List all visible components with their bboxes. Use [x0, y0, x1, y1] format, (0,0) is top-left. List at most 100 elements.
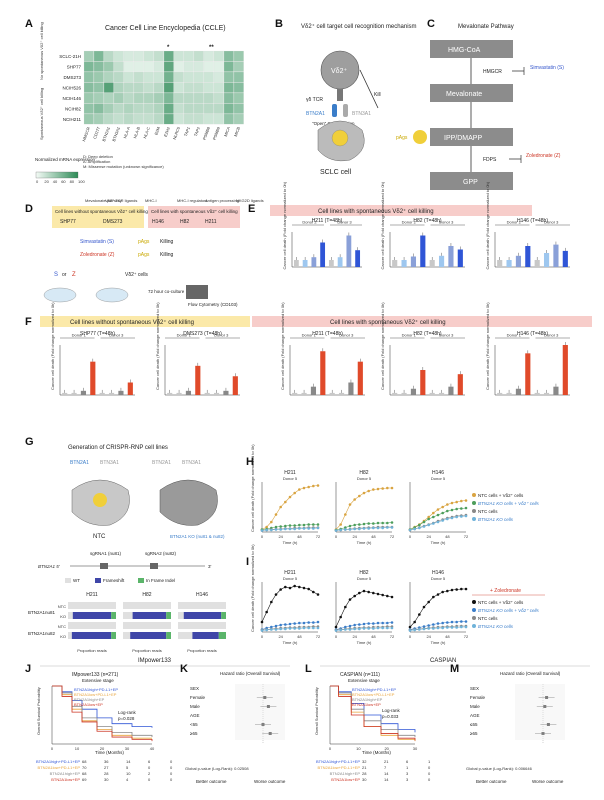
bar-ylabel: Cancer cell death (Fold change normalize… — [282, 181, 287, 269]
series-line — [261, 627, 318, 631]
line-chart-title: H82 — [359, 570, 368, 576]
panel-letter-d: D — [25, 203, 33, 215]
bar — [311, 257, 317, 267]
series-line — [409, 626, 466, 631]
l-logrank: Log-rank — [382, 708, 401, 713]
x-tick: 24 — [278, 634, 283, 639]
f-header-with-box — [252, 316, 592, 327]
g-bar-segment — [178, 612, 184, 619]
axis — [409, 482, 466, 533]
risk-label: BTN2A1low+EP — [331, 777, 360, 782]
forest-row-label: ≥65 — [470, 731, 478, 736]
heatmap-cell — [193, 103, 204, 114]
bar — [543, 253, 550, 267]
star-1: * — [167, 45, 170, 51]
risk-value: 0 — [428, 765, 431, 770]
heatmap-cell — [183, 113, 194, 125]
heatmap-cell — [163, 113, 174, 125]
bar — [329, 392, 335, 395]
heatmap-cell — [193, 50, 204, 62]
g-btn3a1-1: BTN3A1 — [100, 460, 119, 466]
d-killing-2: Killing — [160, 252, 174, 258]
h-legend-2-swatch — [472, 501, 476, 505]
heatmap-cell — [133, 92, 144, 104]
bar-ylabel: Cancer cell death (Fold change normalize… — [380, 302, 385, 390]
bar — [506, 392, 512, 395]
panel-letter-j: J — [25, 663, 31, 675]
bar — [543, 392, 550, 395]
h-legend-3: NTC cells — [478, 509, 498, 514]
i-legend-2-swatch — [472, 608, 476, 612]
donor-label: Donor 2 — [302, 220, 317, 225]
g-bar-segment — [192, 632, 219, 639]
tcr-icon — [337, 89, 343, 101]
g-bar-segment — [123, 622, 171, 629]
heatmap-col-label: HMGCR — [81, 126, 91, 142]
heatmap-row-label: SCLC-21H — [59, 54, 81, 59]
risk-value: 28 — [362, 771, 367, 776]
bar-chart-title: H82 (T=48h) — [413, 218, 442, 224]
risk-value: 27 — [104, 765, 109, 770]
heatmap-col-label: TAP2 — [193, 125, 201, 137]
heatmap-cell — [223, 103, 234, 114]
g-xlabel: Proportion reads — [77, 648, 107, 653]
risk-value: 4 — [126, 777, 129, 782]
heatmap-cell — [193, 113, 204, 125]
forest-point — [268, 732, 272, 735]
donor-label: Donor 3 — [109, 333, 124, 338]
risk-value: 36 — [104, 759, 109, 764]
i-legend-3: NTC cells — [478, 616, 498, 621]
panel-k: K Hazard ratio (Overall Survival) SEXFem… — [180, 663, 286, 784]
with-line-1: H146 — [152, 219, 164, 225]
group-label-no-killing: No spontaneous Vδ2⁺ cell killing — [39, 22, 44, 80]
heatmap-cell — [213, 50, 224, 62]
pags-label: pAgs — [396, 135, 408, 141]
forest-row-label: Male — [470, 704, 480, 709]
without-line-2: DMS273 — [103, 219, 123, 225]
bar — [357, 361, 363, 395]
g-bar-segment — [178, 632, 193, 639]
heatmap-cell — [103, 71, 114, 83]
heatmap-cell — [173, 103, 184, 114]
bar — [320, 351, 326, 395]
step-ipp-label: IPP/DMAPP — [444, 135, 482, 142]
d-coculture: 72 hour co-culture — [148, 289, 185, 294]
risk-value: 30 — [362, 777, 367, 782]
x-tick: 0 — [335, 534, 338, 539]
heatmap-cell — [163, 71, 174, 83]
heatmap-cell — [113, 92, 124, 104]
bar — [534, 392, 540, 395]
heatmap-col-label: PSMB8 — [202, 125, 212, 140]
bar — [71, 392, 77, 395]
bar — [448, 246, 454, 267]
g-bar-segment — [130, 632, 167, 639]
heatmap-cell — [153, 103, 164, 114]
heatmap-cell — [163, 50, 174, 62]
l-header: CASPIAN — [430, 658, 456, 664]
risk-value: 7 — [384, 765, 387, 770]
g-sg2: sgRNA2 (nu82) — [145, 551, 177, 556]
km-legend-item: BTN2A1low+EP — [74, 702, 103, 707]
heatmap-cell — [203, 61, 214, 72]
x-tick: 48 — [445, 634, 450, 639]
pag-icon — [331, 129, 349, 147]
heatmap-cell — [103, 82, 114, 93]
legend-tick: 0 — [36, 179, 39, 184]
heatmap-row-labels: SCLC-21HSHP77DMS273NCIH526NCIH146NCIH82N… — [59, 54, 81, 122]
heatmap-cell — [143, 71, 154, 83]
bar — [223, 390, 229, 395]
bar — [506, 260, 512, 267]
g-legend: WT Frameshift In Frame Indel — [65, 578, 175, 583]
x-tick: 72 — [464, 534, 469, 539]
legend-tick: 60 — [61, 179, 66, 184]
d-or-label: or — [62, 272, 67, 278]
km-legend-item: BTN2A1low+EP — [352, 702, 381, 707]
heatmap-col-label: MICB — [233, 126, 241, 137]
donor-label: Donor 1 — [177, 333, 192, 338]
heatmap-cell — [143, 61, 154, 72]
